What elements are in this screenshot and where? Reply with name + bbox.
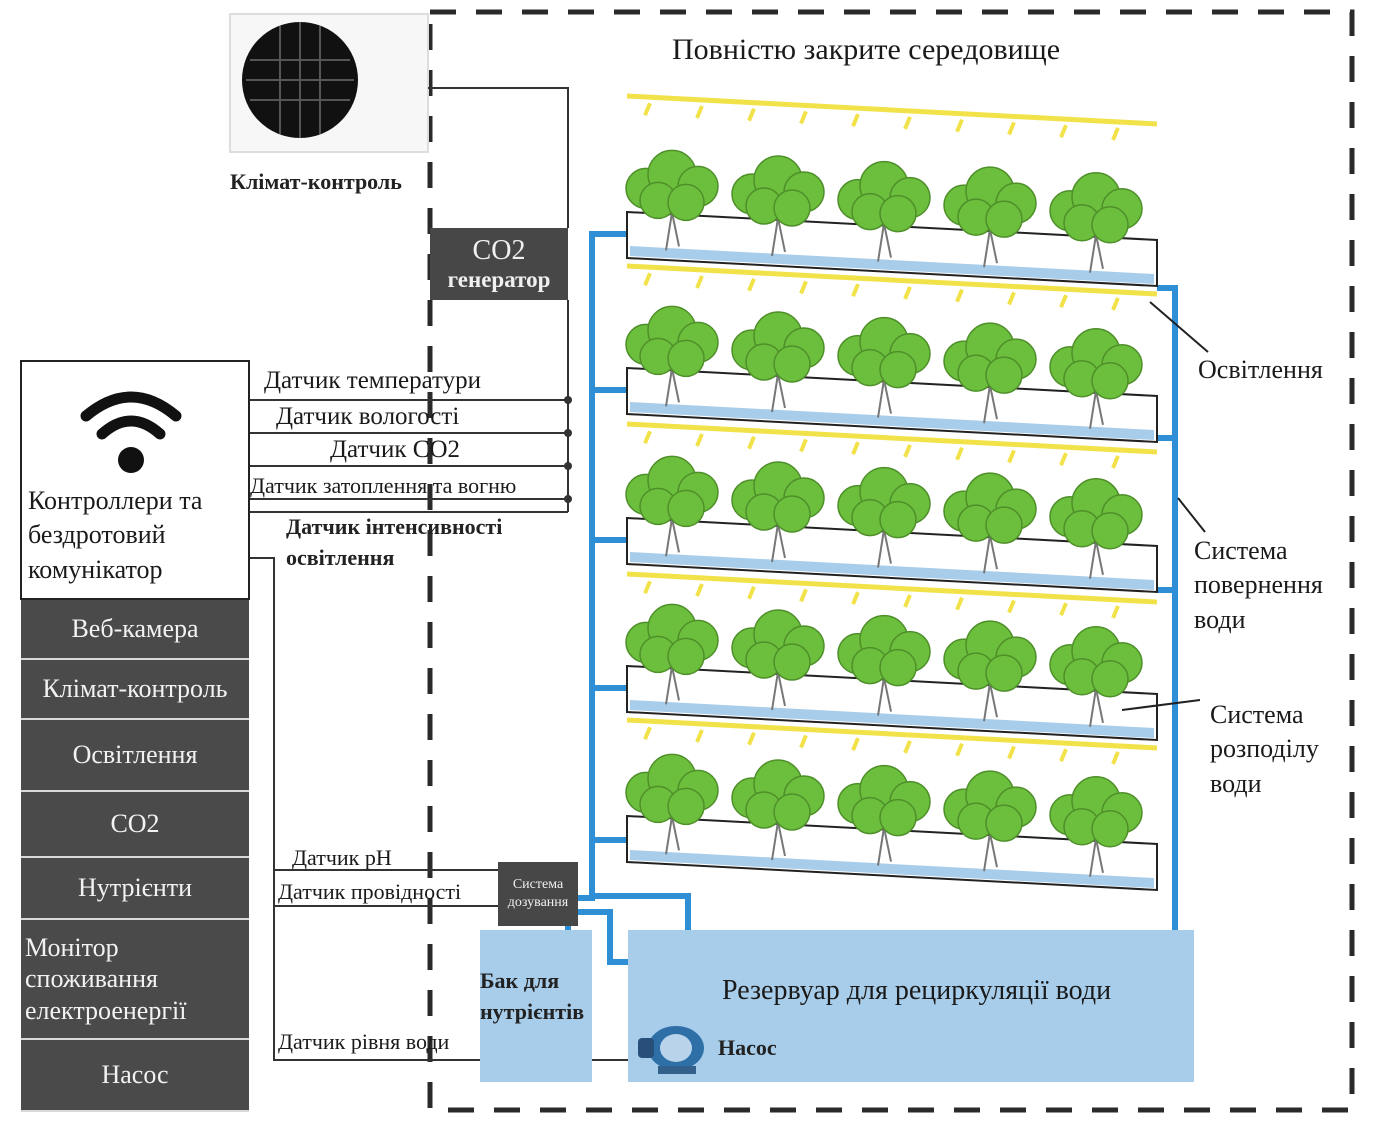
plant	[943, 472, 1037, 574]
pump-icon	[636, 1018, 710, 1076]
callout-water-distribution: Система розподілу води	[1210, 700, 1319, 798]
light-bar	[626, 717, 1158, 765]
sensor-water-level: Датчик рівня води	[278, 1029, 450, 1054]
plant	[837, 466, 931, 568]
sensor-temperature: Датчик температури	[264, 367, 482, 394]
controller-item-climate: Клімат-контроль	[21, 660, 249, 720]
plant	[943, 620, 1037, 722]
plant	[837, 764, 931, 866]
plant	[1049, 172, 1143, 273]
plant	[837, 614, 931, 716]
controller-item-webcam: Веб-камера	[21, 600, 249, 660]
plant	[731, 759, 825, 861]
controller-label: Контроллери та бездротовий комунікатор	[28, 486, 203, 584]
controller-item-lighting: Освітлення	[21, 720, 249, 792]
reservoir-label: Резервуар для рециркуляції води	[722, 975, 1112, 1006]
grow-lights	[626, 93, 1158, 765]
climate-unit-label: Клімат-контроль	[230, 169, 402, 194]
plant	[731, 155, 825, 257]
light-bar	[626, 93, 1158, 141]
plant	[731, 609, 825, 711]
sensor-ph: Датчик pH	[292, 845, 392, 870]
plant	[625, 455, 719, 557]
plants	[625, 149, 1143, 877]
co2-generator-line1: CO2	[472, 235, 526, 266]
grow-shelves	[626, 210, 1158, 892]
plant	[625, 149, 719, 251]
sensor-flood-fire: Датчик затоплення та вогню	[250, 473, 517, 498]
plant	[943, 166, 1037, 268]
plant	[1049, 776, 1143, 877]
light-bar	[626, 571, 1158, 619]
plant	[837, 160, 931, 262]
reservoir-tank	[628, 930, 1194, 1082]
enclosure-border	[427, 9, 1355, 1113]
dosing-system-label: Система дозування	[507, 876, 569, 910]
plant	[837, 316, 931, 418]
nutrient-tank	[480, 930, 592, 1082]
light-bar	[626, 421, 1158, 469]
dosing-system-box: Система дозування	[498, 862, 578, 926]
controller-item-power-monitor: Монітор споживання електроенергії	[21, 920, 249, 1040]
diagram-title: Повністю закрите середовище	[672, 33, 1061, 66]
plant	[1049, 626, 1143, 727]
wiring	[250, 87, 630, 1061]
wifi-icon	[76, 386, 186, 476]
plant	[1049, 328, 1143, 429]
wire-junctions	[564, 396, 572, 503]
callout-leaders	[1121, 301, 1209, 711]
climate-unit-icon	[229, 13, 429, 153]
controller-item-pump: Насос	[21, 1040, 249, 1112]
plant	[625, 305, 719, 407]
plant	[731, 461, 825, 563]
sensor-co2: Датчик CO2	[330, 436, 461, 463]
callout-water-return: Система повернення води	[1194, 536, 1323, 634]
callout-lighting: Освітлення	[1198, 355, 1323, 384]
co2-generator-line2: генератор	[447, 267, 551, 292]
co2-generator-box: CO2 генератор	[430, 228, 568, 300]
light-bar	[626, 263, 1158, 311]
sensor-humidity: Датчик вологості	[276, 403, 460, 430]
plant	[625, 753, 719, 855]
sensor-light-intensity: Датчик інтенсивності освітлення	[286, 514, 503, 570]
controller-item-co2: CO2	[21, 792, 249, 858]
pump-label: Насос	[718, 1035, 777, 1060]
plant	[625, 603, 719, 705]
plant	[943, 322, 1037, 424]
plant	[731, 311, 825, 413]
plant	[943, 770, 1037, 872]
controller-panel	[20, 360, 250, 600]
nutrient-tank-label: Бак для нутрієнтів	[480, 968, 585, 1024]
sensor-conductivity: Датчик провідності	[278, 879, 462, 904]
plant	[1049, 478, 1143, 579]
controller-item-nutrients: Нутрієнти	[21, 858, 249, 920]
